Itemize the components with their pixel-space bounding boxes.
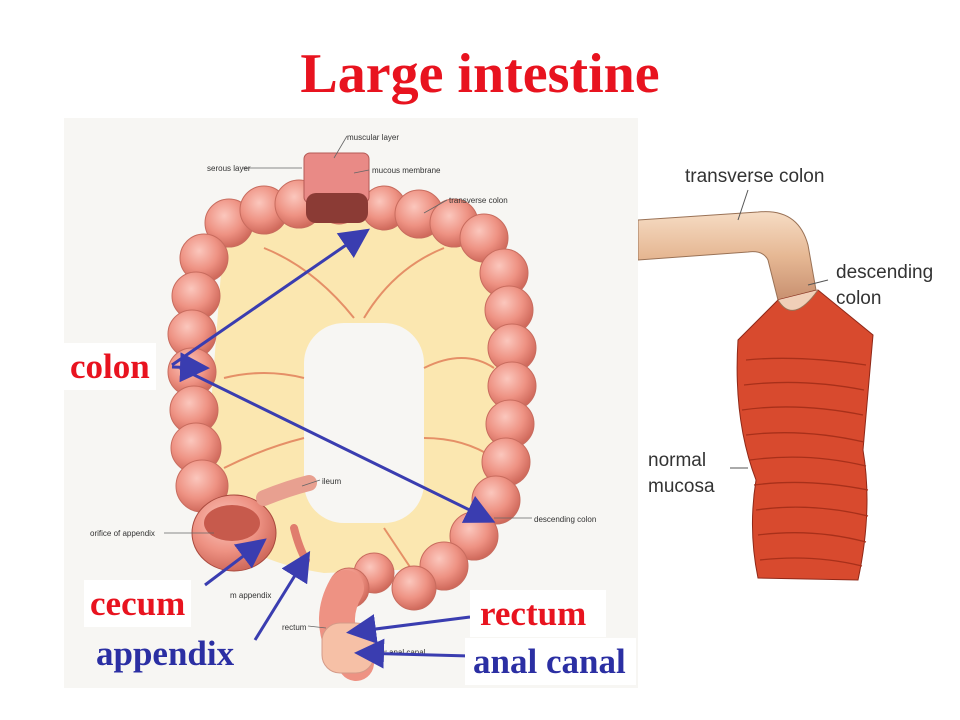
- label-appendix: appendix: [96, 634, 235, 673]
- label-rectum-small: rectum: [282, 623, 307, 632]
- label-anal-canal: anal canal: [465, 638, 636, 685]
- label-colon: colon: [64, 343, 156, 390]
- label-descending-colon-small: descending colon: [534, 515, 596, 524]
- label-anal-canal-small: anal canal: [389, 648, 426, 657]
- label-ileum: ileum: [322, 477, 341, 486]
- label-transverse-colon-small: transverse colon: [449, 196, 508, 205]
- mucosa-drawing: transverse colon descending colon normal…: [638, 166, 933, 581]
- label-rectum: rectum: [470, 590, 607, 637]
- colon-mucosa-illustration: transverse colon descending colon normal…: [638, 150, 960, 590]
- label-colon-right: colon: [836, 288, 881, 309]
- label-serous-layer: serous layer: [207, 164, 251, 173]
- label-normal: normal: [648, 450, 706, 471]
- label-mucosa: mucosa: [648, 476, 715, 497]
- label-mucous-membrane: mucous membrane: [372, 166, 441, 175]
- label-cecum: cecum: [84, 580, 192, 627]
- mucosa-leader-labels: transverse colon descending colon normal…: [648, 166, 933, 497]
- label-descending-right: descending: [836, 262, 933, 283]
- label-transverse-colon-right: transverse colon: [685, 166, 824, 187]
- label-orifice-of-appendix: orifice of appendix: [90, 529, 155, 538]
- label-muscular-layer: muscular layer: [347, 133, 399, 142]
- label-vermiform-appendix: m appendix: [230, 591, 271, 600]
- page-title: Large intestine: [300, 43, 660, 105]
